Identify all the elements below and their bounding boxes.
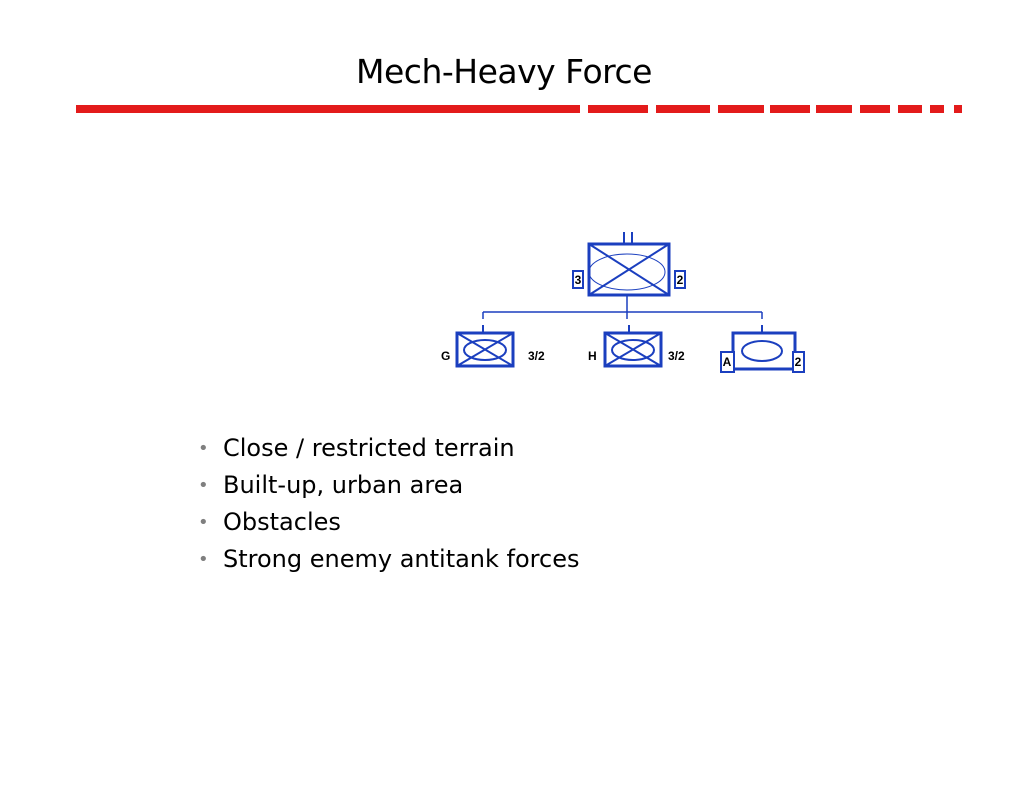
bullet-text: Obstacles xyxy=(223,508,341,536)
sub-unit-armor-left-label: A xyxy=(723,355,732,369)
force-structure-diagram: 3 2 G 3/2 H 3/2 A 2 xyxy=(441,232,805,373)
bullet-dot-icon: • xyxy=(198,549,209,570)
sub-unit-armor-symbol: A 2 xyxy=(720,325,805,373)
bullet-list: • Close / restricted terrain • Built-up, u… xyxy=(198,430,579,578)
sub-unit-g-symbol xyxy=(455,325,515,368)
bullet-text: Built-up, urban area xyxy=(223,471,464,499)
org-connector-lines xyxy=(482,295,763,319)
bullet-dot-icon: • xyxy=(198,512,209,533)
sub-unit-g-left-label: G xyxy=(441,349,450,363)
sub-unit-g-right-label: 3/2 xyxy=(528,349,545,363)
sub-unit-h-left-label: H xyxy=(588,349,597,363)
top-unit-right-label: 2 xyxy=(677,273,684,287)
sub-unit-h-symbol xyxy=(603,325,663,368)
sub-unit-h-right-label: 3/2 xyxy=(668,349,685,363)
bullet-item: • Strong enemy antitank forces xyxy=(198,541,579,578)
bullet-item: • Built-up, urban area xyxy=(198,467,579,504)
title-underline xyxy=(76,105,962,113)
top-unit-symbol: 3 2 xyxy=(572,232,686,297)
bullet-item: • Close / restricted terrain xyxy=(198,430,579,467)
bullet-dot-icon: • xyxy=(198,475,209,496)
bullet-text: Close / restricted terrain xyxy=(223,434,515,462)
bullet-dot-icon: • xyxy=(198,438,209,459)
top-unit-left-label: 3 xyxy=(575,273,582,287)
slide-title: Mech-Heavy Force xyxy=(356,52,652,91)
bullet-text: Strong enemy antitank forces xyxy=(223,545,580,573)
sub-unit-armor-right-label: 2 xyxy=(795,355,802,369)
bullet-item: • Obstacles xyxy=(198,504,579,541)
